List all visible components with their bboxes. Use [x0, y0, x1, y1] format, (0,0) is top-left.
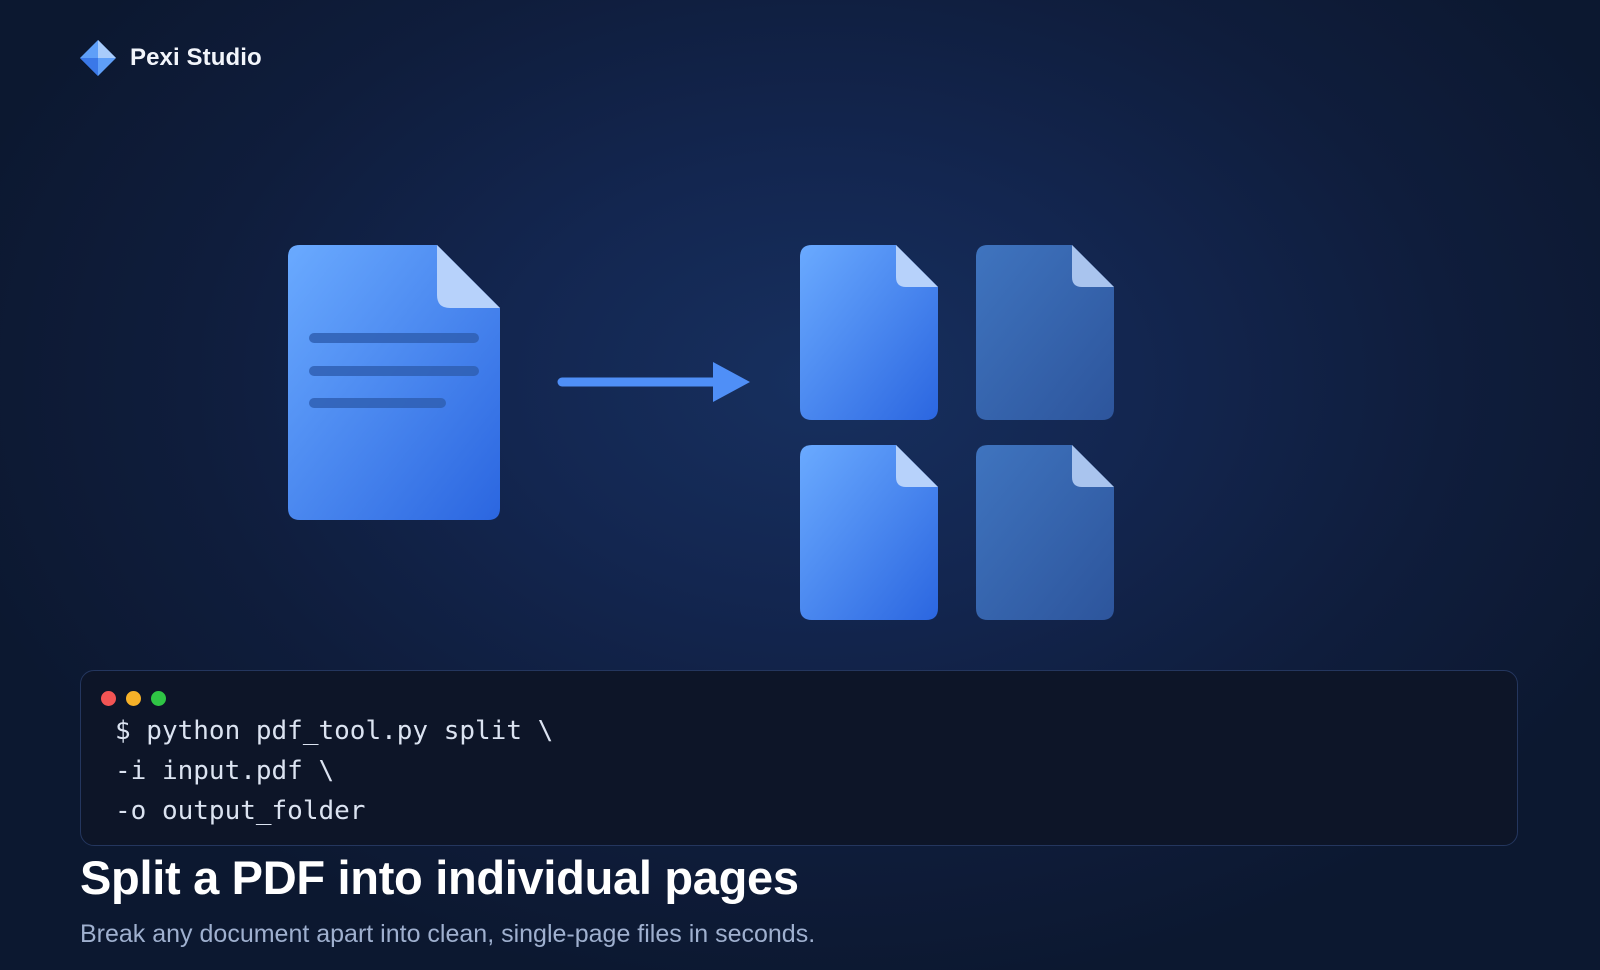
brand: Pexi Studio [80, 40, 262, 76]
terminal-window: $ python pdf_tool.py split \ -i input.pdf… [80, 670, 1518, 846]
diamond-logo-icon [80, 40, 116, 76]
arrow-right-icon [557, 362, 750, 402]
maximize-dot-icon [151, 691, 166, 706]
source-document-icon [288, 245, 500, 520]
command-line: -i input.pdf \ [115, 756, 335, 786]
brand-name: Pexi Studio [130, 44, 262, 71]
window-controls [101, 691, 166, 706]
page-subtitle: Break any document apart into clean, sin… [80, 920, 816, 948]
split-illustration [288, 245, 1114, 620]
output-page-icon [800, 445, 938, 620]
minimize-dot-icon [126, 691, 141, 706]
command-line: $ python pdf_tool.py split \ [115, 716, 554, 746]
terminal-command: $ python pdf_tool.py split \ -i input.pdf… [115, 711, 553, 831]
close-dot-icon [101, 691, 116, 706]
output-page-icon [976, 245, 1114, 420]
command-line: -o output_folder [115, 796, 366, 826]
output-page-icon [976, 445, 1114, 620]
output-page-icon [800, 245, 938, 420]
page-title: Split a PDF into individual pages [80, 851, 799, 904]
